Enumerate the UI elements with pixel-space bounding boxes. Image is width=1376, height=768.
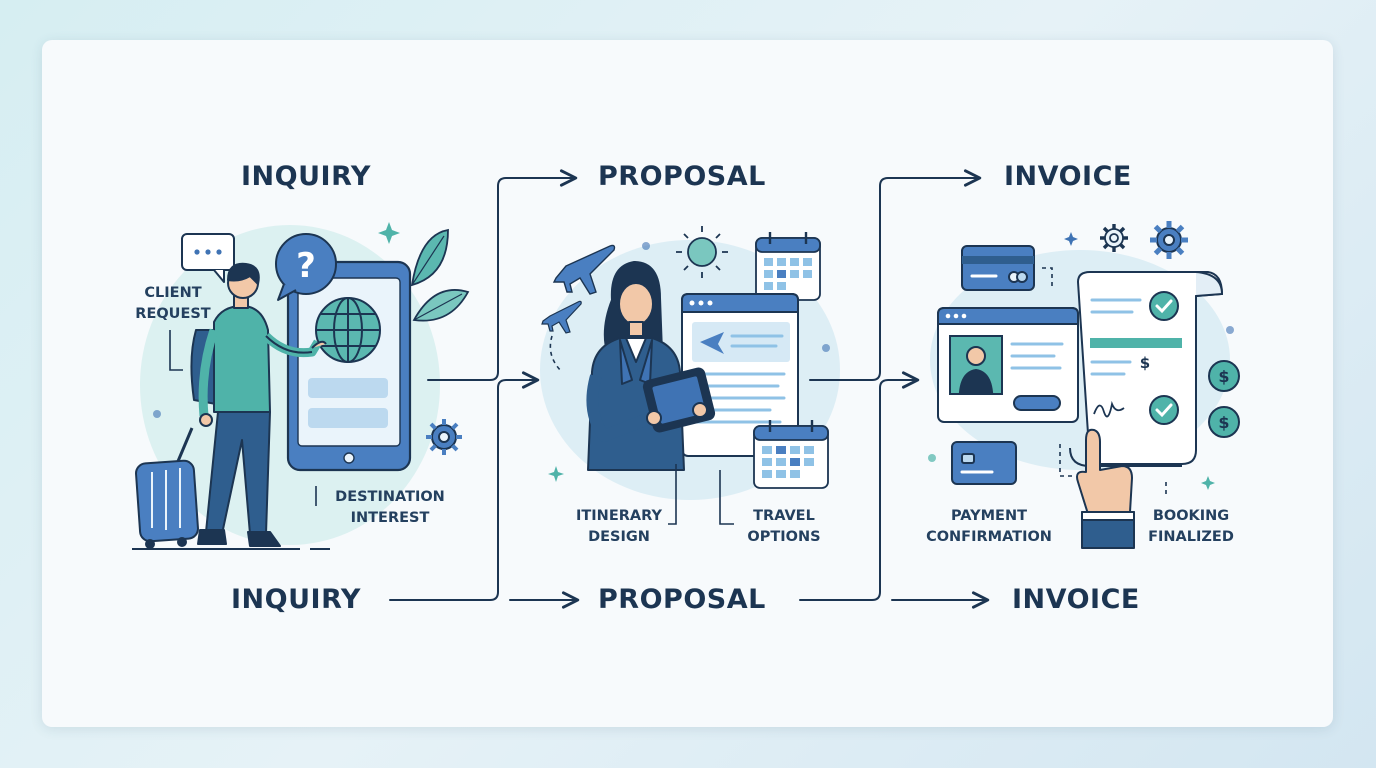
profile-window — [937, 307, 1079, 423]
decor-dot — [928, 454, 936, 462]
chat-bubble-icon — [181, 233, 235, 283]
sun-icon — [676, 226, 728, 278]
invoice-document — [1069, 271, 1224, 467]
client-request-leader — [169, 330, 183, 371]
label-booking-finalized: BOOKING FINALIZED — [1138, 506, 1244, 548]
tablet-icon — [642, 367, 716, 433]
label-line: PAYMENT — [951, 508, 1027, 524]
connector-proposal-invoice-mid — [799, 371, 920, 601]
label-line: TRAVEL — [753, 508, 815, 524]
label-travel-options: TRAVEL OPTIONS — [738, 506, 830, 548]
flow-connectors — [389, 169, 990, 609]
dollar-glyph: $ — [1140, 354, 1150, 372]
label-line: CONFIRMATION — [926, 529, 1052, 545]
decor-dot — [1226, 326, 1234, 334]
decor-dot — [153, 410, 161, 418]
connector-inquiry-proposal-mid — [389, 371, 540, 601]
label-payment-confirmation: PAYMENT CONFIRMATION — [914, 506, 1064, 548]
stage-label-invoice: INVOICE — [1012, 584, 1140, 615]
leaf-icon — [410, 228, 470, 322]
suitcase-icon — [135, 427, 199, 549]
connector-proposal-invoice-top — [809, 169, 982, 381]
decor-dot — [642, 242, 650, 250]
coin-dollar-glyph-2: $ — [1218, 413, 1229, 432]
airplane-small-icon — [541, 300, 582, 334]
check-icon-signature — [1149, 395, 1179, 425]
globe-icon — [315, 297, 381, 363]
itinerary-leader — [668, 464, 677, 525]
stage-title-invoice: INVOICE — [1004, 161, 1132, 192]
calendar-icon-bottom — [753, 420, 829, 489]
coin-icon — [1208, 360, 1240, 438]
stage-label-proposal: PROPOSAL — [598, 584, 766, 615]
gear-large-icon — [1150, 221, 1188, 259]
label-line: FINALIZED — [1148, 529, 1234, 545]
pointing-hand-icon — [1076, 428, 1135, 549]
question-bubble-icon — [275, 233, 337, 301]
label-line: OPTIONS — [747, 529, 821, 545]
stage-title-inquiry: INQUIRY — [241, 161, 371, 192]
label-line: CLIENT — [144, 285, 202, 301]
payment-leader — [1059, 444, 1072, 477]
connector-inquiry-proposal-top — [427, 169, 578, 381]
decor-dot — [822, 344, 830, 352]
flight-path — [549, 335, 563, 373]
label-itinerary-design: ITINERARY DESIGN — [566, 506, 672, 548]
gear-icon — [1100, 224, 1128, 252]
label-destination-interest: DESTINATION INTEREST — [322, 487, 458, 529]
label-line: DESTINATION — [335, 489, 445, 505]
label-line: REQUEST — [135, 306, 211, 322]
credit-card-small-icon — [951, 441, 1017, 485]
label-line: ITINERARY — [576, 508, 662, 524]
travel-options-leader — [719, 470, 734, 525]
stage-title-proposal: PROPOSAL — [598, 161, 766, 192]
label-line: DESIGN — [588, 529, 650, 545]
travel-agent-figure — [586, 261, 685, 471]
sparkle-icon — [1201, 476, 1215, 490]
airplane-icon — [552, 244, 616, 295]
question-mark-glyph: ? — [296, 246, 316, 286]
sparkle-icon — [548, 466, 564, 482]
coin-dollar-glyph: $ — [1218, 367, 1229, 386]
calendar-icon — [755, 232, 821, 301]
label-client-request: CLIENT REQUEST — [128, 283, 218, 325]
check-icon — [1149, 291, 1179, 321]
traveler-figure — [190, 262, 327, 547]
label-line: INTEREST — [350, 510, 430, 526]
sparkle-icon — [1064, 232, 1078, 246]
card-leader — [1042, 267, 1053, 290]
gear-icon — [426, 419, 462, 455]
credit-card-icon — [961, 245, 1035, 291]
label-line: BOOKING — [1152, 508, 1230, 524]
stage-label-inquiry: INQUIRY — [231, 584, 361, 615]
sparkle-icon — [378, 222, 400, 244]
